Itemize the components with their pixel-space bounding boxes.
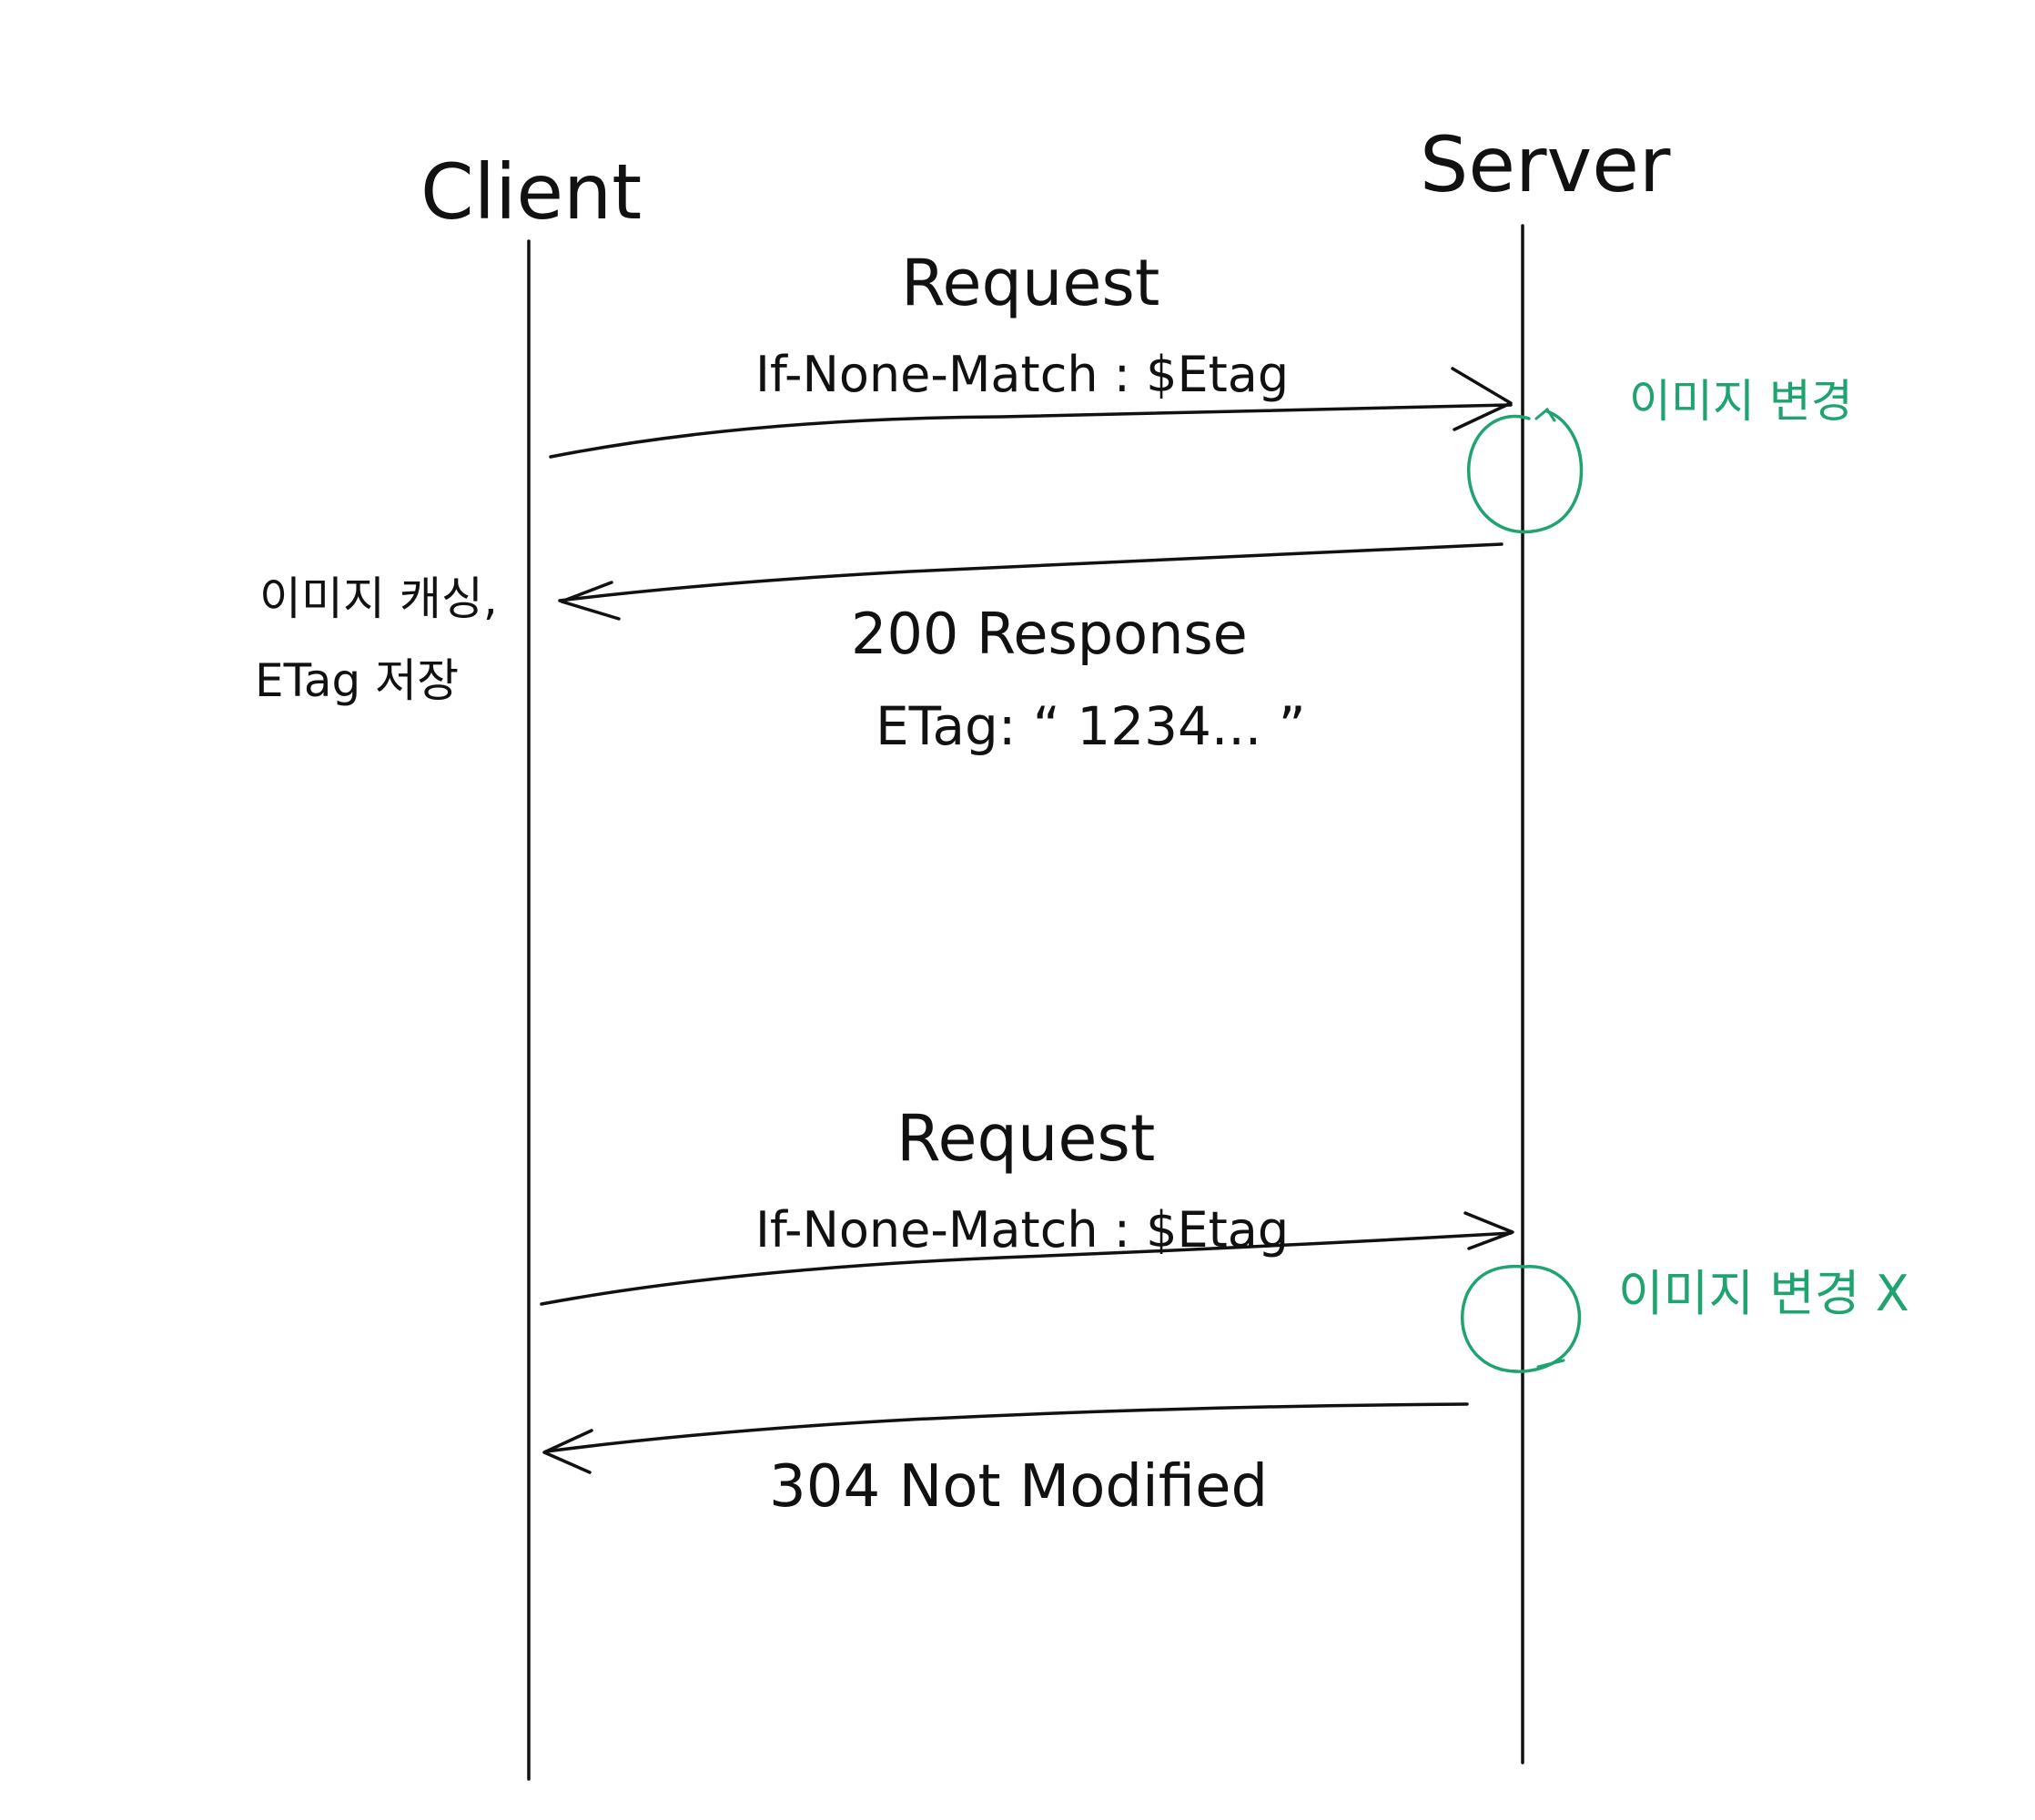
request-1-arrowhead	[1451, 367, 1513, 431]
request-2-title: Request	[896, 1101, 1155, 1176]
response-1-arrowhead	[560, 581, 621, 621]
server-note-1: 이미지 변경	[1629, 375, 1853, 428]
server-note-2: 이미지 변경 X	[1618, 1265, 1909, 1322]
server-label: Server	[1420, 120, 1671, 209]
response-2-status: 304 Not Modified	[769, 1453, 1268, 1521]
response-1-status: 200 Response	[851, 601, 1248, 667]
request-1-title: Request	[901, 246, 1159, 320]
client-note-line-2: ETag 저장	[255, 654, 459, 707]
response-1-arrow	[558, 542, 1503, 602]
request-2-arrow	[540, 1231, 1513, 1306]
response-2-arrow	[544, 1402, 1469, 1453]
request-1-header: If-None-Match : $Etag	[755, 346, 1289, 403]
request-1-arrow	[549, 403, 1513, 459]
server-note-1-circle	[1467, 410, 1584, 534]
client-note-line-1: 이미지 캐싱,	[259, 572, 498, 625]
server-note-2-circle	[1460, 1264, 1582, 1373]
response-2-arrowhead	[542, 1429, 593, 1474]
server-note-1-tick	[1534, 407, 1556, 422]
request-2-arrowhead	[1463, 1211, 1514, 1250]
response-1-etag: ETag: “ 1234... ”	[876, 695, 1306, 757]
client-label: Client	[420, 147, 642, 237]
server-note-2-tail	[1536, 1359, 1565, 1369]
